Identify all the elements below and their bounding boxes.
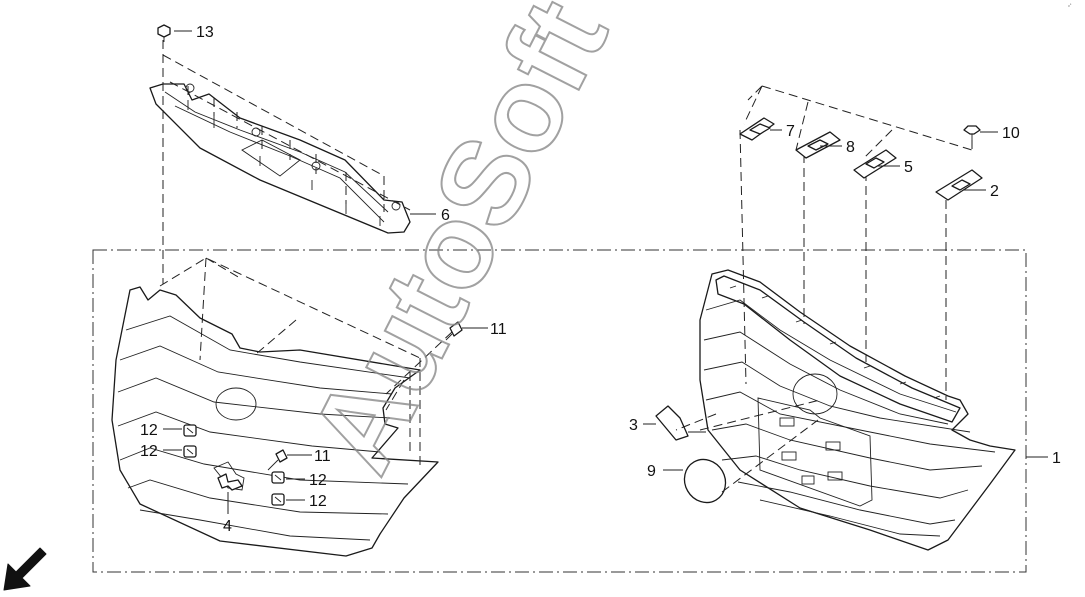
bracket-part-8[interactable] — [795, 131, 841, 159]
clip-part-12b[interactable] — [183, 445, 197, 458]
label-11-upper: 11 — [490, 321, 507, 338]
label-9: 9 — [647, 463, 656, 480]
label-12-c: 12 — [309, 472, 327, 489]
label-11-lower: 11 — [314, 448, 331, 465]
bracket-part-7[interactable] — [739, 117, 775, 141]
bracket-part-5[interactable] — [853, 149, 897, 179]
front-direction-arrow-icon — [3, 547, 47, 591]
label-3: 3 — [629, 417, 638, 434]
label-7: 7 — [786, 123, 795, 140]
label-1: 1 — [1052, 450, 1061, 467]
label-12-b: 12 — [140, 443, 158, 460]
upper-cover-part-6[interactable] — [149, 83, 411, 234]
label-5: 5 — [904, 159, 913, 176]
clip-part-12c[interactable] — [271, 471, 285, 484]
guide-lines-left-grille — [159, 257, 453, 470]
label-13: 13 — [196, 24, 214, 41]
label-8: 8 — [846, 139, 855, 156]
bolt-part-11-upper[interactable] — [445, 321, 463, 341]
label-6: 6 — [441, 207, 450, 224]
bracket-part-2[interactable] — [935, 169, 983, 201]
guide-lines-right-brackets — [739, 85, 973, 400]
label-12-d: 12 — [309, 493, 327, 510]
guide-lines-emblem — [675, 399, 821, 493]
assembly-boundary — [92, 249, 1027, 573]
nut-part-13[interactable] — [157, 24, 171, 42]
corner-mark: ᵒ˚ — [1068, 3, 1072, 10]
bracket-part-4[interactable] — [217, 473, 243, 491]
label-10: 10 — [1002, 125, 1020, 142]
label-4: 4 — [223, 518, 232, 535]
emblem-part-9[interactable] — [677, 452, 734, 510]
label-12-a: 12 — [140, 422, 158, 439]
clip-part-12a[interactable] — [183, 424, 197, 437]
clip-part-12d[interactable] — [271, 493, 285, 506]
label-2: 2 — [990, 183, 999, 200]
watermark-text: AutoSoft — [284, 0, 633, 492]
cap-part-3[interactable] — [655, 405, 706, 441]
screw-part-10[interactable] — [963, 125, 981, 142]
bolt-part-11-lower[interactable] — [267, 449, 288, 471]
guide-lines-part-6-drops — [187, 86, 385, 212]
grille-rear-view[interactable] — [111, 286, 439, 557]
grille-front-view[interactable] — [699, 269, 1016, 551]
